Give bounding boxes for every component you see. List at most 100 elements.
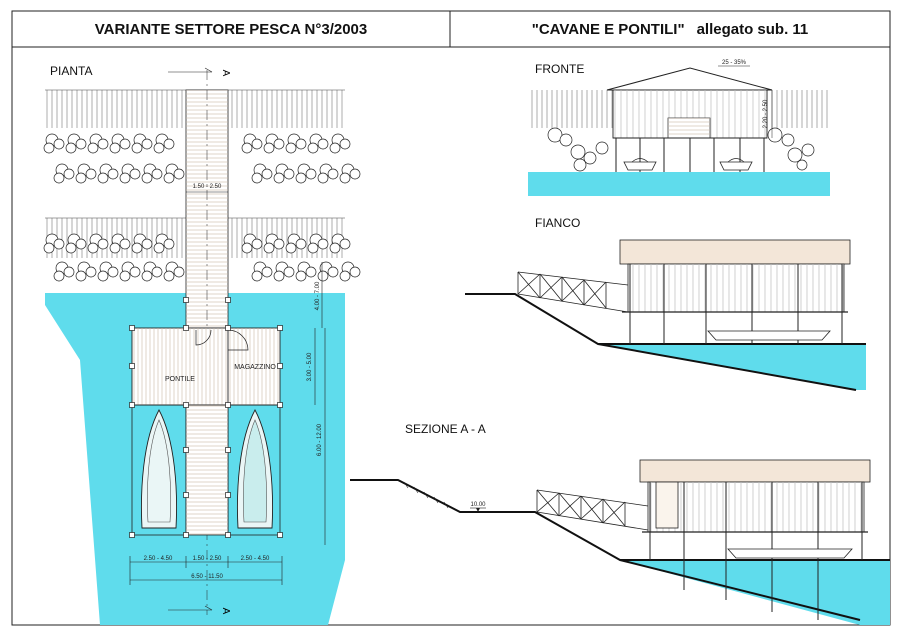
tree-circle bbox=[329, 142, 341, 154]
front-water bbox=[528, 172, 830, 196]
tree-circle bbox=[273, 172, 285, 184]
section-marker-bottom: A bbox=[168, 605, 231, 615]
pile bbox=[183, 297, 189, 303]
front-view: 25 - 35% 2.20 - 2.50 bbox=[528, 60, 830, 196]
left-title: VARIANTE SETTORE PESCA N°3/2003 bbox=[14, 12, 448, 46]
tree-circle bbox=[327, 266, 339, 278]
tree-circle bbox=[273, 270, 285, 282]
tree-circle bbox=[273, 138, 285, 150]
tree-clusters bbox=[43, 133, 361, 282]
left-title-text: VARIANTE SETTORE PESCA N°3/2003 bbox=[94, 20, 368, 38]
tree-circle bbox=[97, 172, 109, 184]
tree-circle bbox=[97, 238, 109, 250]
door-swing bbox=[227, 329, 249, 351]
tree-circle bbox=[97, 270, 109, 282]
tree-circle bbox=[163, 238, 175, 250]
tree-circle bbox=[307, 242, 319, 254]
pile bbox=[225, 492, 231, 498]
tree-circle bbox=[295, 138, 307, 150]
tree-circle bbox=[349, 266, 361, 278]
section-boat bbox=[727, 548, 853, 559]
tree-circle bbox=[107, 266, 119, 278]
pile bbox=[183, 492, 189, 498]
front-roof bbox=[606, 67, 773, 91]
tree-circle bbox=[339, 238, 351, 250]
dim-total-width: 6.50 - 11.50 bbox=[191, 574, 223, 580]
tree-circle bbox=[251, 138, 263, 150]
walkway-deck bbox=[186, 90, 228, 328]
label-magazzino: MAGAZZINO bbox=[234, 364, 276, 371]
pile bbox=[183, 447, 189, 453]
tree-circle bbox=[129, 266, 141, 278]
tree-circle bbox=[85, 266, 97, 278]
tree-circle bbox=[339, 270, 351, 282]
dim-total-depth: 6.00 - 12.00 bbox=[317, 423, 323, 456]
side-ramp bbox=[517, 271, 629, 313]
tree-circle bbox=[87, 142, 99, 154]
pile bbox=[183, 402, 189, 408]
section-door bbox=[655, 481, 679, 529]
tree-circle bbox=[75, 270, 87, 282]
tree-circle bbox=[241, 142, 253, 154]
pile bbox=[277, 325, 283, 331]
label-pontile: PONTILE bbox=[165, 376, 195, 383]
pile bbox=[225, 402, 231, 408]
pile bbox=[129, 325, 135, 331]
side-ground bbox=[465, 293, 866, 345]
pile bbox=[225, 447, 231, 453]
tree-circle bbox=[263, 142, 275, 154]
tree-circle bbox=[151, 266, 163, 278]
pile bbox=[129, 363, 135, 369]
tree-circle bbox=[119, 270, 131, 282]
tree-circle bbox=[131, 242, 143, 254]
plan-dimensions bbox=[129, 191, 326, 585]
pile bbox=[225, 297, 231, 303]
dim-bottom-right: 2.50 - 4.50 bbox=[241, 556, 270, 562]
tree-circle bbox=[153, 142, 165, 154]
tree-circle bbox=[119, 172, 131, 184]
label-section: SEZIONE A - A bbox=[405, 422, 486, 436]
tree-circle bbox=[327, 168, 339, 180]
tree-circle bbox=[251, 172, 263, 184]
tree-circle bbox=[295, 238, 307, 250]
tree-circle bbox=[53, 270, 65, 282]
front-boat-left bbox=[623, 161, 657, 171]
tree-circle bbox=[339, 138, 351, 150]
right-title-text: "CAVANE E PONTILI" bbox=[531, 20, 685, 38]
tree-circle bbox=[75, 172, 87, 184]
tree-circle bbox=[317, 238, 329, 250]
tree-circle bbox=[65, 242, 77, 254]
pile bbox=[277, 363, 283, 369]
tree-circle bbox=[53, 172, 65, 184]
right-title: "CAVANE E PONTILI" allegato sub. 11 bbox=[452, 12, 888, 46]
tree-circle bbox=[251, 238, 263, 250]
side-roof bbox=[619, 239, 851, 265]
plan-piles bbox=[129, 297, 283, 538]
tree-circle bbox=[163, 138, 175, 150]
tree-circle bbox=[295, 172, 307, 184]
tree-circle bbox=[53, 238, 65, 250]
tree-circle bbox=[339, 172, 351, 184]
tree-circle bbox=[173, 266, 185, 278]
tree-circle bbox=[307, 142, 319, 154]
door-swing-2 bbox=[195, 329, 212, 346]
tree-circle bbox=[85, 168, 97, 180]
tree-circle bbox=[131, 142, 143, 154]
tree-circle bbox=[153, 242, 165, 254]
pile bbox=[129, 532, 135, 538]
dim-bottom-left: 2.50 - 4.50 bbox=[144, 556, 173, 562]
section-view: 10.00 bbox=[350, 459, 890, 625]
tree-circle bbox=[75, 238, 87, 250]
tree-circle bbox=[317, 138, 329, 150]
label-plan: PIANTA bbox=[50, 64, 93, 78]
section-roof bbox=[639, 459, 871, 483]
tree-circle bbox=[141, 172, 153, 184]
tree-circle bbox=[261, 266, 273, 278]
tree-circle bbox=[141, 270, 153, 282]
tree-circle bbox=[141, 138, 153, 150]
tree-circle bbox=[151, 168, 163, 180]
svg-text:A: A bbox=[220, 70, 231, 77]
side-boat bbox=[707, 330, 831, 341]
